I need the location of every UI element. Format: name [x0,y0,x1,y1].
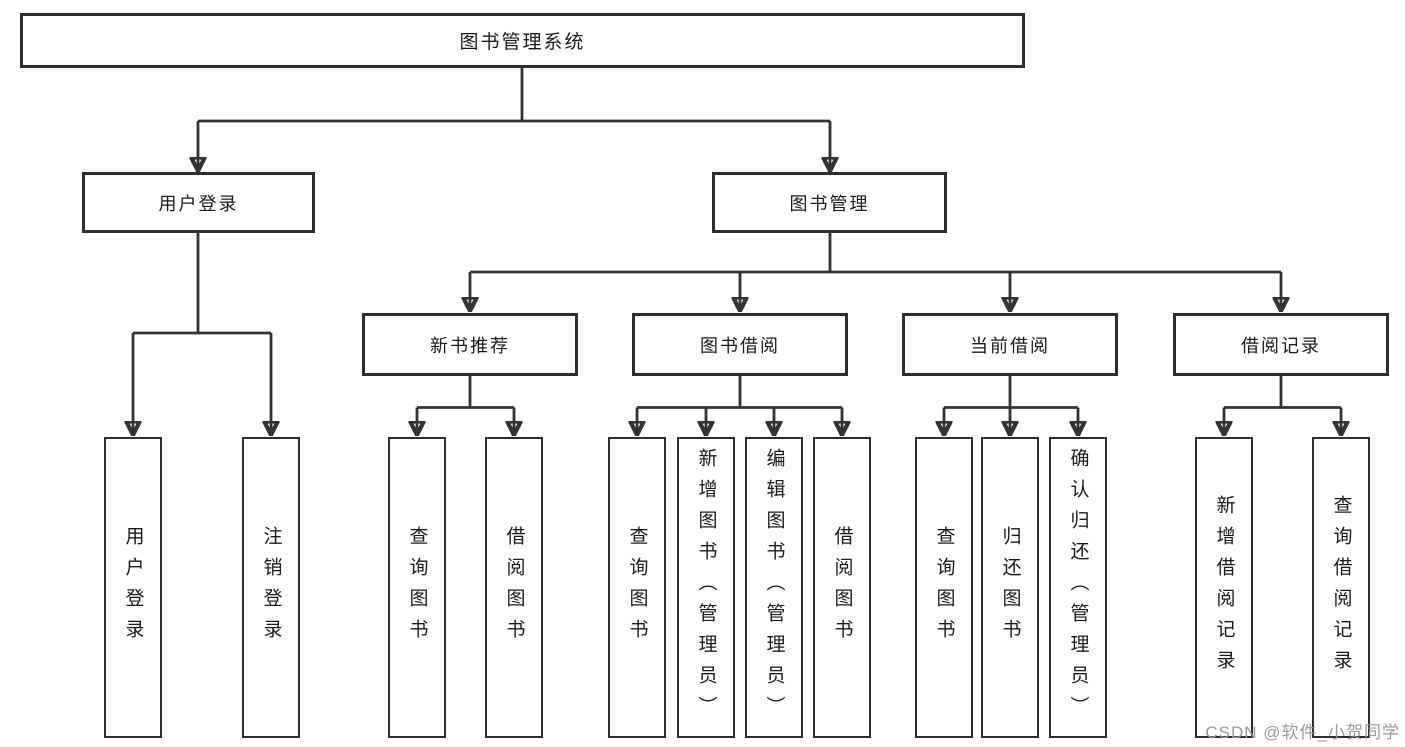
node-current-borrowing: 当前借阅 [902,313,1118,376]
connectors-newbook-children [417,376,514,434]
node-leaf-logout: 注销登录 [242,437,300,738]
node-leaf-borrow-books-recommend: 借阅图书 [485,437,543,738]
node-label: 查询图书 [933,525,955,650]
node-library-system: 图书管理系统 [20,13,1025,68]
node-label: 新增图书（管理员） [695,448,717,727]
node-label: 查询图书 [626,525,648,650]
csdn-watermark: CSDN @软件_小贺同学 [1205,723,1400,742]
node-leaf-confirm-return-admin: 确认归还（管理员） [1049,437,1107,738]
node-label: 注销登录 [260,525,282,650]
node-leaf-user-login: 用户登录 [104,437,162,738]
connectors-current-children [944,376,1078,434]
node-label: 归还图书 [999,525,1021,650]
node-leaf-query-books-current: 查询图书 [915,437,973,738]
node-label: 借阅图书 [503,525,525,650]
node-label: 图书管理系统 [459,32,586,53]
node-user-login: 用户登录 [82,172,315,233]
node-label: 新增借阅记录 [1213,494,1235,681]
node-label: 查询借阅记录 [1330,494,1352,681]
node-label: 确认归还（管理员） [1067,448,1089,727]
node-label: 编辑图书（管理员） [763,448,785,727]
node-leaf-add-book-admin: 新增图书（管理员） [677,437,735,738]
connectors-bookmgmt-to-level3 [470,233,1281,310]
node-label: 新书推荐 [430,335,510,356]
node-leaf-query-borrow-record: 查询借阅记录 [1312,437,1370,738]
node-borrowing-records: 借阅记录 [1173,313,1389,376]
node-label: 图书管理 [789,193,870,214]
node-label: 当前借阅 [970,335,1050,356]
connectors-root-to-level2 [198,68,830,170]
node-label: 借阅记录 [1241,335,1321,356]
node-label: 用户登录 [158,193,239,214]
node-book-management: 图书管理 [712,172,947,233]
node-label: 借阅图书 [831,525,853,650]
node-leaf-add-borrow-record: 新增借阅记录 [1195,437,1253,738]
node-label: 用户登录 [122,525,144,650]
connectors-userlogin-children [133,233,271,434]
node-label: 图书借阅 [700,335,780,356]
connectors-borrow-children [637,376,842,434]
node-leaf-query-books-recommend: 查询图书 [388,437,446,738]
node-label: 查询图书 [406,525,428,650]
node-leaf-query-books-borrow: 查询图书 [608,437,666,738]
node-book-borrowing: 图书借阅 [632,313,848,376]
node-leaf-edit-book-admin: 编辑图书（管理员） [745,437,803,738]
node-leaf-return-book: 归还图书 [981,437,1039,738]
node-leaf-borrow-books: 借阅图书 [813,437,871,738]
node-new-book-recommend: 新书推荐 [362,313,578,376]
connectors-records-children [1224,376,1341,434]
